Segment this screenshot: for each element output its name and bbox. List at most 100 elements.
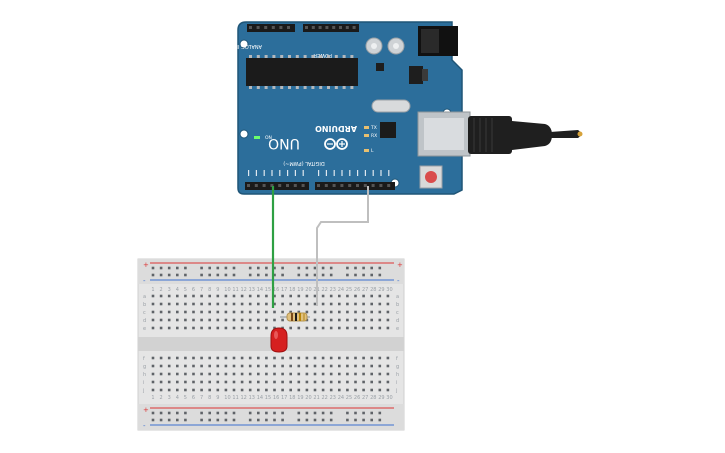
breadboard-hole[interactable] xyxy=(248,380,252,384)
breadboard-hole[interactable] xyxy=(240,294,244,298)
breadboard-hole[interactable] xyxy=(273,326,276,330)
rail-hole[interactable] xyxy=(224,266,228,270)
breadboard-hole[interactable] xyxy=(362,326,365,330)
breadboard-hole[interactable] xyxy=(208,380,211,384)
breadboard-hole[interactable] xyxy=(216,356,220,360)
breadboard-hole[interactable] xyxy=(208,326,211,330)
resistor[interactable] xyxy=(280,312,310,322)
breadboard-hole[interactable] xyxy=(184,372,187,376)
breadboard-hole[interactable] xyxy=(370,372,373,376)
breadboard-hole[interactable] xyxy=(346,364,349,368)
breadboard-hole[interactable] xyxy=(321,388,325,392)
breadboard-hole[interactable] xyxy=(289,372,292,376)
rail-hole[interactable] xyxy=(329,418,333,422)
breadboard-hole[interactable] xyxy=(216,294,220,298)
breadboard-hole[interactable] xyxy=(248,294,252,298)
breadboard-hole[interactable] xyxy=(378,372,382,376)
breadboard-hole[interactable] xyxy=(289,302,292,306)
breadboard-hole[interactable] xyxy=(305,380,309,384)
breadboard-hole[interactable] xyxy=(224,388,228,392)
rail-hole[interactable] xyxy=(273,266,276,270)
header-pin[interactable] xyxy=(301,184,305,187)
rail-hole[interactable] xyxy=(232,266,236,270)
breadboard-hole[interactable] xyxy=(167,318,171,322)
breadboard-hole[interactable] xyxy=(159,310,163,314)
breadboard-hole[interactable] xyxy=(208,372,211,376)
breadboard-hole[interactable] xyxy=(192,388,195,392)
rail-hole[interactable] xyxy=(265,266,268,270)
breadboard-hole[interactable] xyxy=(216,326,220,330)
breadboard-hole[interactable] xyxy=(265,364,268,368)
breadboard-hole[interactable] xyxy=(151,294,155,298)
breadboard-hole[interactable] xyxy=(297,326,301,330)
rail-hole[interactable] xyxy=(378,411,382,415)
rail-hole[interactable] xyxy=(167,273,171,277)
breadboard-hole[interactable] xyxy=(281,388,284,392)
rail-hole[interactable] xyxy=(200,266,203,270)
breadboard-hole[interactable] xyxy=(200,294,203,298)
breadboard-hole[interactable] xyxy=(200,380,203,384)
breadboard-hole[interactable] xyxy=(370,302,373,306)
rail-hole[interactable] xyxy=(370,273,373,277)
breadboard-hole[interactable] xyxy=(346,310,349,314)
breadboard-hole[interactable] xyxy=(313,372,317,376)
breadboard-hole[interactable] xyxy=(208,294,211,298)
breadboard-hole[interactable] xyxy=(159,364,163,368)
rail-hole[interactable] xyxy=(370,411,373,415)
rail-hole[interactable] xyxy=(378,273,382,277)
breadboard-hole[interactable] xyxy=(184,302,187,306)
breadboard-hole[interactable] xyxy=(329,388,333,392)
breadboard-hole[interactable] xyxy=(370,294,373,298)
breadboard-hole[interactable] xyxy=(159,302,163,306)
rail-hole[interactable] xyxy=(232,273,236,277)
breadboard-hole[interactable] xyxy=(200,326,203,330)
header-pin[interactable] xyxy=(387,184,391,187)
breadboard-hole[interactable] xyxy=(216,302,220,306)
breadboard-hole[interactable] xyxy=(167,326,171,330)
breadboard-hole[interactable] xyxy=(208,356,211,360)
rail-hole[interactable] xyxy=(208,273,211,277)
breadboard-hole[interactable] xyxy=(176,364,179,368)
arduino-uno-board[interactable]: ANALOG IN POWER ARDUINO xyxy=(234,21,471,195)
rail-hole[interactable] xyxy=(313,266,317,270)
breadboard-hole[interactable] xyxy=(281,372,284,376)
breadboard-hole[interactable] xyxy=(313,380,317,384)
rail-hole[interactable] xyxy=(354,411,357,415)
breadboard-hole[interactable] xyxy=(192,364,195,368)
breadboard-hole[interactable] xyxy=(313,388,317,392)
rail-hole[interactable] xyxy=(248,418,252,422)
rail-hole[interactable] xyxy=(257,273,260,277)
rail-hole[interactable] xyxy=(208,418,211,422)
breadboard-hole[interactable] xyxy=(338,326,341,330)
breadboard-hole[interactable] xyxy=(338,318,341,322)
rail-hole[interactable] xyxy=(321,266,325,270)
breadboard-hole[interactable] xyxy=(354,356,357,360)
rail-hole[interactable] xyxy=(305,273,309,277)
breadboard-hole[interactable] xyxy=(232,380,236,384)
breadboard-hole[interactable] xyxy=(151,310,155,314)
breadboard-hole[interactable] xyxy=(200,388,203,392)
breadboard-hole[interactable] xyxy=(224,356,228,360)
breadboard-hole[interactable] xyxy=(386,364,390,368)
breadboard-hole[interactable] xyxy=(297,356,301,360)
breadboard-hole[interactable] xyxy=(265,380,268,384)
breadboard-hole[interactable] xyxy=(313,326,317,330)
breadboard-hole[interactable] xyxy=(265,310,268,314)
breadboard-hole[interactable] xyxy=(248,310,252,314)
breadboard-hole[interactable] xyxy=(257,302,260,306)
rail-hole[interactable] xyxy=(257,266,260,270)
breadboard-hole[interactable] xyxy=(273,318,276,322)
breadboard-hole[interactable] xyxy=(329,326,333,330)
breadboard-hole[interactable] xyxy=(192,294,195,298)
breadboard-hole[interactable] xyxy=(321,310,325,314)
breadboard-hole[interactable] xyxy=(313,364,317,368)
breadboard-hole[interactable] xyxy=(192,326,195,330)
rail-hole[interactable] xyxy=(208,411,211,415)
rail-hole[interactable] xyxy=(184,273,187,277)
breadboard-hole[interactable] xyxy=(208,302,211,306)
breadboard-hole[interactable] xyxy=(329,364,333,368)
rail-hole[interactable] xyxy=(362,266,365,270)
ground-wire[interactable] xyxy=(316,186,369,306)
rail-hole[interactable] xyxy=(151,418,155,422)
